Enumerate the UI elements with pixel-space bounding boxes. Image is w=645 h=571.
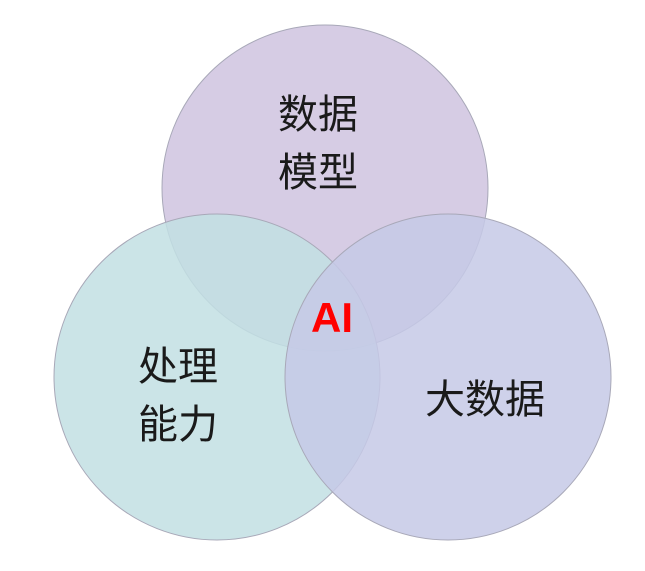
label-ai-intersection: AI [311, 294, 353, 341]
label-big-data: 大数据 [425, 377, 545, 423]
circle-big-data [284, 213, 612, 541]
label-data-model-line1: 数据 [278, 92, 358, 138]
label-data-model-line2: 模型 [278, 150, 358, 196]
label-processing-power-line2: 能力 [138, 402, 218, 448]
label-processing-power-line1: 处理 [138, 344, 218, 390]
